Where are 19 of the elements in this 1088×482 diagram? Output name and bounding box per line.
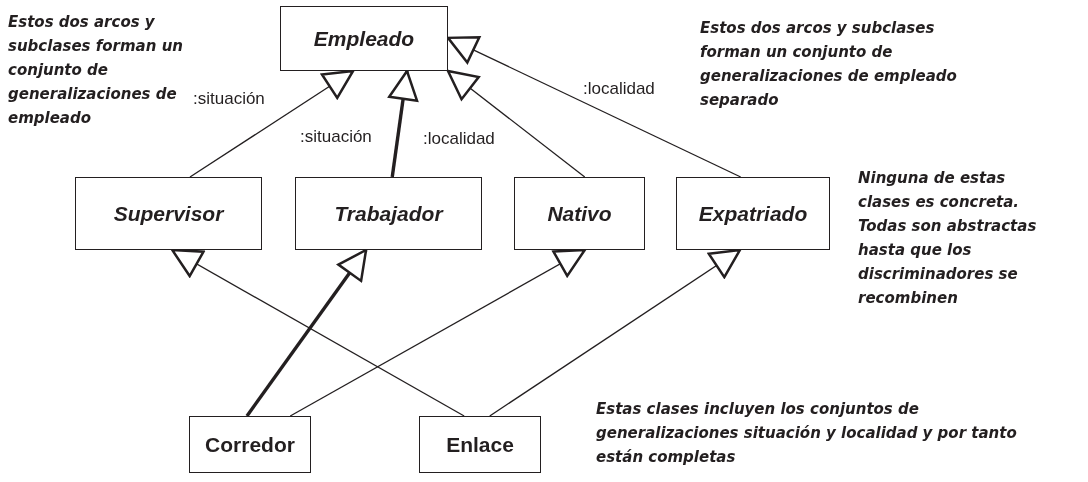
class-box: Expatriado xyxy=(676,177,830,250)
generalization-arrow xyxy=(489,248,742,417)
class-box: Empleado xyxy=(280,6,448,71)
generalization-arrow xyxy=(289,248,586,417)
class-box: Enlace xyxy=(419,416,541,473)
generalization-arrow xyxy=(446,36,742,178)
generalization-arrow xyxy=(245,248,368,417)
generalization-arrow xyxy=(189,69,355,178)
class-box: Corredor xyxy=(189,416,311,473)
note-text: Estas clases incluyen los conjuntos de generalizaciones situación y localidad y por tanto están completas xyxy=(596,399,1018,468)
generalization-arrow xyxy=(446,69,586,178)
note-text: Ninguna de estas clases es concreta. Todas son abstractas hasta que los discriminadores se recombinen xyxy=(858,168,1038,309)
class-box: Nativo xyxy=(514,177,645,250)
class-box: Trabajador xyxy=(295,177,482,250)
note-text: Estos dos arcos y subclases forman un conjunto de generalizaciones de empleado xyxy=(8,12,184,129)
class-box: Supervisor xyxy=(75,177,262,250)
generalization-arrow xyxy=(388,69,419,178)
note-text: Estos dos arcos y subclases forman un conjunto de generalizaciones de empleado separado xyxy=(700,18,958,111)
generalization-arrow xyxy=(171,248,465,417)
